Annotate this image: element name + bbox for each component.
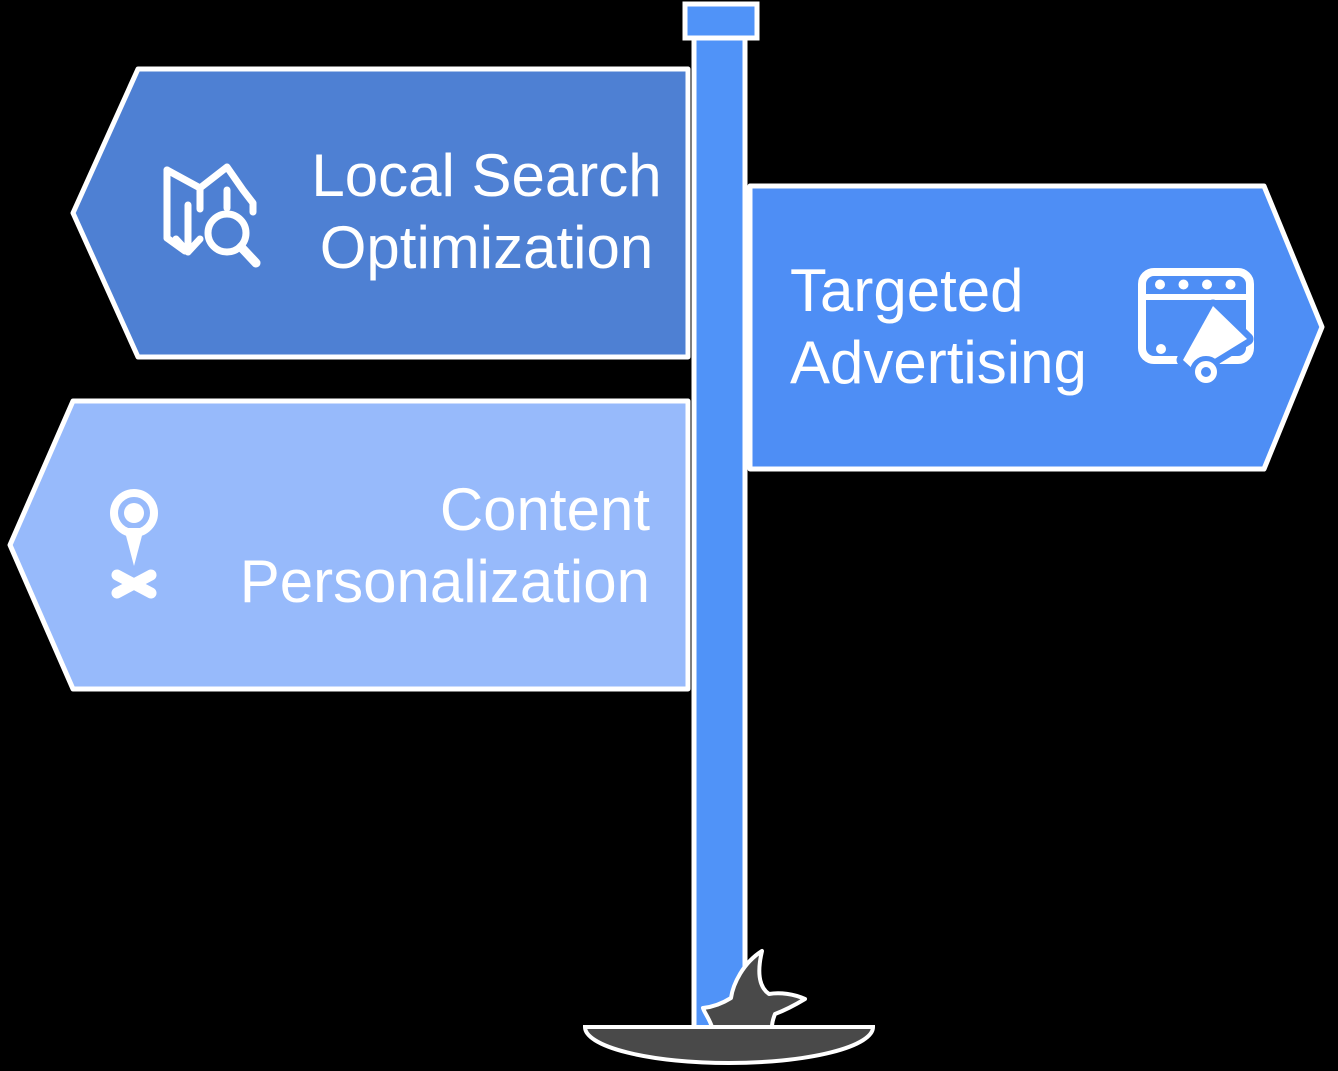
sign-local-search-shape xyxy=(70,66,691,360)
map-search-icon xyxy=(163,163,261,268)
sign-content-label: Content Personalization xyxy=(210,474,650,618)
sign-content-personalization xyxy=(7,398,691,692)
sign-local-search-line2: Optimization xyxy=(319,214,654,281)
sign-content-line1: Content xyxy=(439,476,650,543)
sign-targeted-line1: Targeted xyxy=(790,257,1024,324)
ad-banner-megaphone-icon xyxy=(1138,268,1254,388)
location-pin-icon xyxy=(110,489,158,599)
sign-targeted-shape xyxy=(747,183,1325,472)
sign-content-shape xyxy=(7,398,691,692)
grass xyxy=(701,949,807,1029)
sign-local-search-optimization xyxy=(70,66,691,360)
pole-cap xyxy=(682,1,760,41)
sign-local-search-label: Local Search Optimization xyxy=(285,140,688,284)
sign-targeted-advertising xyxy=(747,183,1325,472)
sign-content-line2: Personalization xyxy=(239,548,650,615)
sign-targeted-label: Targeted Advertising xyxy=(790,255,1250,399)
sign-targeted-line2: Advertising xyxy=(790,329,1087,396)
ground-shadow xyxy=(582,1025,876,1065)
sign-local-search-line1: Local Search xyxy=(311,142,662,209)
pole xyxy=(691,35,748,1032)
